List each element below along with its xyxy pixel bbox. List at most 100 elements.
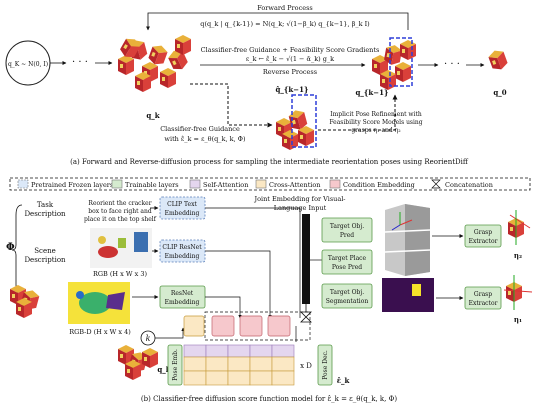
legend-swatch-3: [255, 179, 267, 189]
condition-row-frame: [204, 311, 311, 341]
shelf-render: [384, 204, 431, 276]
reverse-process-label: Reverse Process: [263, 68, 317, 76]
legend-swatch-concatenation: [431, 179, 441, 189]
legend-label-1: Trainable layers: [125, 181, 179, 189]
segmentation-mask: [382, 278, 434, 312]
qk-label: q_k: [146, 111, 159, 120]
legend-label-2: Self-Attention: [203, 181, 248, 189]
pose-emb-block: [167, 344, 183, 386]
clip-text-1: CLIP Text: [167, 201, 197, 208]
task-desc-1: Task: [37, 201, 54, 209]
scene-desc-2: Description: [24, 256, 66, 264]
joint-embedding-2: Language Input: [274, 204, 327, 212]
route-clip-resnet: [205, 250, 272, 319]
noisy-pose-cluster-qk: [118, 35, 191, 92]
guidance-formula: ε_k ← ε̂_k − √(1 − ᾱ_k) g_k: [246, 54, 334, 63]
scene-desc-1: Scene: [34, 247, 56, 255]
qk1-highlight-box: [389, 37, 413, 87]
target-seg-2: Segmentation: [326, 298, 369, 305]
q0-label: q_0: [493, 88, 506, 97]
eta2-label: η₂: [514, 251, 522, 260]
forward-process-label: Forward Process: [257, 4, 313, 12]
target-obj-pred-block: [321, 217, 373, 243]
cfg-dashed-path: [190, 83, 273, 128]
joint-embedding-bar: [302, 214, 310, 304]
dots-right: · · ·: [444, 59, 460, 70]
task-text-3: place it on the top shelf: [84, 216, 157, 223]
qk1-label: q_{k−1}: [356, 88, 389, 97]
rgb-label: RGB (H x W x 3): [93, 270, 148, 278]
phi-symbol: Φ: [6, 242, 15, 253]
task-text-1: Reorient the cracker: [88, 200, 151, 207]
place-pose-2: Pose Pred: [332, 264, 362, 271]
refine-text-2: Feasibility Score Models using: [329, 119, 422, 126]
guidance-title: Classifier-free Guidance + Feasibility S…: [201, 46, 380, 54]
phi-brace: [11, 204, 23, 296]
grasp-eta2-visual: [508, 210, 531, 245]
legend-swatch-4: [329, 179, 341, 189]
legend-swatch-2: [189, 179, 201, 189]
route-clip-text: [205, 207, 301, 318]
qhat-label: q̂_{k−1}: [276, 85, 309, 94]
clip-resnet-1: CLIP ResNet: [162, 244, 202, 251]
timestep-k-label: k: [146, 334, 151, 343]
resnet-1: ResNet: [171, 290, 194, 297]
qk-input-poses: [118, 345, 158, 380]
joint-embedding-1: Joint Embedding for Visual-: [253, 195, 345, 203]
legend-label-5: Concatenation: [445, 181, 493, 189]
legend-swatch-1: [111, 179, 123, 189]
route-resnet: [205, 296, 242, 319]
task-desc-2: Description: [24, 210, 66, 218]
rgbd-label: RGB-D (H x W x 4): [69, 328, 131, 336]
guided-pose-cluster-qhat: [276, 108, 314, 150]
condition-embedding-3: [267, 315, 291, 337]
grasp-extractor-top: [464, 224, 502, 248]
condition-embedding-1: [211, 315, 235, 337]
grasp-extractor-top-1: Grasp: [474, 229, 492, 236]
grasp-extractor-bottom-1: Grasp: [474, 291, 492, 298]
route-k: [155, 327, 185, 339]
refine-text-3: grasps η₁ and η₂: [351, 127, 401, 134]
clip-resnet-2: Embedding: [165, 253, 200, 260]
target-seg-block: [321, 283, 373, 309]
legend-swatch-0: [17, 179, 29, 189]
target-obj-pred-1: Target Obj.: [330, 223, 364, 230]
final-pose-q0: [487, 47, 509, 73]
forward-formula: q(q_k | q_{k-1}) = N(q_k; √(1−β_k) q_{k−…: [200, 20, 370, 28]
eta1-label: η₁: [514, 315, 522, 324]
caption-b: (b) Classifier-free diffusion score func…: [141, 394, 397, 403]
refine-text-1: Implicit Pose Refinement with: [330, 111, 422, 118]
refinement-dashed-path: [318, 94, 398, 131]
grasp-extractor-bottom: [464, 286, 502, 310]
time-embedding-block: [183, 315, 205, 337]
rgbd-image: [68, 282, 130, 324]
cfg-formula: with ε̂_k = ε_θ(q_k, k, Φ): [164, 134, 246, 143]
concatenation-symbol: [300, 311, 312, 323]
grasp-extractor-top-2: Extractor: [469, 238, 498, 245]
part-a-diffusion-process: q_K ~ N(0, I) · · · q_k Forward Process …: [5, 4, 509, 166]
resnet-2: Embedding: [165, 299, 200, 306]
legend-label-0: Pretrained Frozen layers: [31, 181, 113, 189]
scene-object: [10, 285, 41, 318]
depth-label: x D: [300, 362, 312, 370]
part-b-score-model: Φ Task Description Scene Description Reo…: [6, 195, 533, 403]
target-obj-pred-2: Pred: [340, 232, 354, 239]
caption-a: (a) Forward and Reverse-diffusion proces…: [70, 158, 469, 166]
legend-label-3: Cross-Attention: [269, 181, 321, 189]
pose-emb-label: Pose Emb.: [172, 349, 179, 381]
rgb-image: [90, 228, 152, 268]
grasp-eta1-visual: [503, 275, 533, 310]
qk-input-label: q_k: [157, 365, 170, 374]
condition-embedding-2: [239, 315, 263, 337]
legend-label-4: Condition Embedding: [343, 181, 415, 189]
pose-dec-block: [317, 344, 333, 386]
place-pose-1: Target Place: [328, 255, 367, 262]
eps-output-label: ε̂_k: [337, 376, 350, 385]
transformer-blocks: [183, 344, 295, 386]
clip-text-2: Embedding: [165, 210, 200, 217]
pose-dec-label: Pose Dec.: [322, 350, 329, 380]
dots-left: · · ·: [72, 57, 88, 68]
qhat-highlight-box: [291, 94, 317, 148]
start-state-label: q_K ~ N(0, I): [8, 61, 48, 68]
